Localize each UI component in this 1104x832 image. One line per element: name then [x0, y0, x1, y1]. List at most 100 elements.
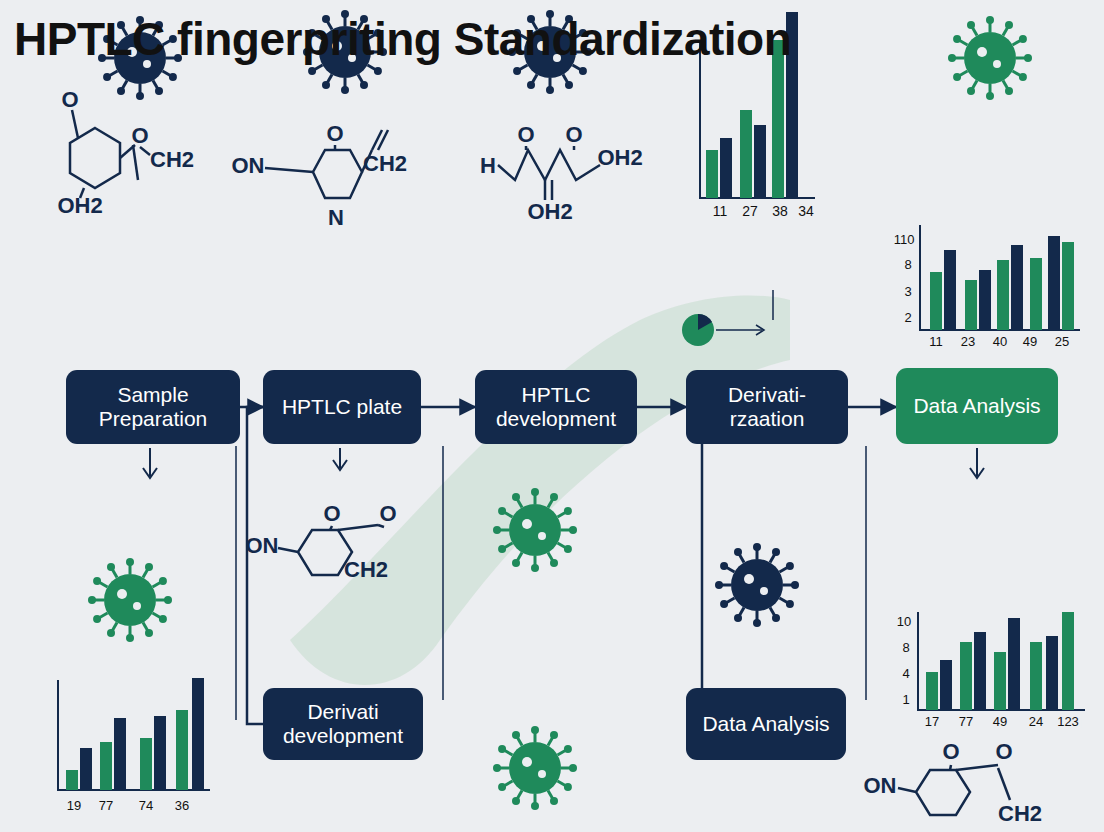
- axis-number: 27: [740, 204, 760, 219]
- axis-number: 36: [173, 799, 191, 813]
- virus-spike-tip: [564, 745, 572, 753]
- chemical-label: O: [321, 502, 342, 526]
- virus-spike-tip: [107, 563, 115, 571]
- axis-number: 10: [895, 615, 913, 629]
- virus-spike-tip: [550, 559, 558, 567]
- axis-number: 123: [1055, 715, 1081, 729]
- virus-spike-tip: [145, 563, 153, 571]
- virus-spike-tip: [88, 596, 96, 604]
- box-label: Derivati development: [271, 700, 415, 748]
- chemical-label: OH2: [595, 146, 644, 170]
- virus-spike-tip: [126, 634, 134, 642]
- chemical-label: CH2: [996, 802, 1044, 826]
- virus-spike-tip: [546, 86, 554, 94]
- chemical-label: ON: [244, 534, 281, 558]
- axis-number: 2: [902, 311, 913, 325]
- chemical-label: O: [563, 123, 584, 147]
- chemical-label: OH2: [525, 200, 574, 224]
- virus-spike-tip: [159, 615, 167, 623]
- virus-spike-tip: [569, 764, 577, 772]
- bar-chart: [918, 612, 1085, 710]
- connector-line: [701, 444, 704, 688]
- virus-spot: [993, 60, 1001, 68]
- virus-spike-tip: [498, 745, 506, 753]
- virus-spike-tip: [550, 797, 558, 805]
- virus-spike-tip: [374, 67, 382, 75]
- chemical-label: OH2: [55, 194, 104, 218]
- virus-spike-tip: [512, 493, 520, 501]
- process-box: Derivati development: [263, 688, 423, 760]
- virus-spike-tip: [512, 559, 520, 567]
- virus-spike-tip: [103, 73, 111, 81]
- axis-number: 8: [902, 258, 913, 272]
- virus-icon: [948, 16, 1032, 100]
- process-box: Data Analysis: [686, 688, 846, 760]
- axis-number: 74: [137, 799, 155, 813]
- axis-number: 38: [770, 204, 790, 219]
- virus-spike-tip: [953, 35, 961, 43]
- axis-number: 24: [1027, 715, 1045, 729]
- virus-spike-tip: [550, 731, 558, 739]
- virus-spike-tip: [1024, 54, 1032, 62]
- axis-number: 77: [957, 715, 975, 729]
- axis-number: 25: [1053, 335, 1071, 349]
- axis-number: 1: [900, 693, 911, 707]
- virus-spike-tip: [93, 615, 101, 623]
- chemical-label: ON: [230, 154, 267, 178]
- bar-chart: [58, 678, 210, 790]
- virus-spike-tip: [753, 543, 761, 551]
- virus-spike-tip: [126, 558, 134, 566]
- molecule: [70, 110, 1010, 815]
- pie-icon: [682, 290, 773, 346]
- virus-spike-tip: [565, 81, 573, 89]
- highlight-band: [290, 295, 790, 685]
- process-box: Sample Preparation: [66, 370, 240, 444]
- virus-spike-tip: [986, 16, 994, 24]
- virus-spike-tip: [564, 545, 572, 553]
- process-box: HPTLC plate: [263, 370, 421, 444]
- virus-icon: [715, 543, 799, 627]
- process-box: Derivati-rzaation: [686, 370, 848, 444]
- box-label: Sample Preparation: [74, 383, 232, 431]
- virus-spot: [977, 47, 987, 57]
- virus-spike-tip: [498, 545, 506, 553]
- virus-body: [509, 742, 561, 794]
- virus-body: [509, 504, 561, 556]
- virus-spike-tip: [155, 87, 163, 95]
- chemical-label: O: [940, 740, 961, 764]
- virus-spike-tip: [967, 21, 975, 29]
- virus-spot: [538, 770, 546, 778]
- virus-icon: [493, 488, 577, 572]
- axis-number: 40: [991, 335, 1009, 349]
- virus-body: [731, 559, 783, 611]
- box-label: HPTLC plate: [282, 395, 402, 419]
- virus-spike-tip: [791, 581, 799, 589]
- virus-spike-tip: [786, 562, 794, 570]
- virus-spike-tip: [493, 764, 501, 772]
- virus-spike-tip: [564, 783, 572, 791]
- virus-spot: [133, 602, 141, 610]
- virus-spike-tip: [550, 493, 558, 501]
- virus-spike-tip: [531, 726, 539, 734]
- virus-spike-tip: [531, 802, 539, 810]
- chemical-label: O: [377, 502, 398, 526]
- virus-spot: [522, 519, 532, 529]
- chemical-label: H: [478, 154, 498, 178]
- flow-arrow: [421, 406, 475, 409]
- virus-spike-tip: [513, 67, 521, 75]
- virus-spot: [744, 574, 754, 584]
- virus-spike-tip: [512, 731, 520, 739]
- virus-spike-tip: [322, 81, 330, 89]
- virus-spike-tip: [493, 526, 501, 534]
- axis-number: 8: [900, 641, 911, 655]
- virus-spike-tip: [527, 81, 535, 89]
- virus-spot: [760, 587, 768, 595]
- axis-number: 4: [900, 667, 911, 681]
- virus-spike-tip: [93, 577, 101, 585]
- flow-arrow: [637, 406, 686, 409]
- virus-spot: [522, 757, 532, 767]
- chemical-label: O: [993, 740, 1014, 764]
- process-box: Data Analysis: [896, 368, 1058, 444]
- axis-number: 3: [902, 285, 913, 299]
- chemical-label: O: [59, 88, 80, 112]
